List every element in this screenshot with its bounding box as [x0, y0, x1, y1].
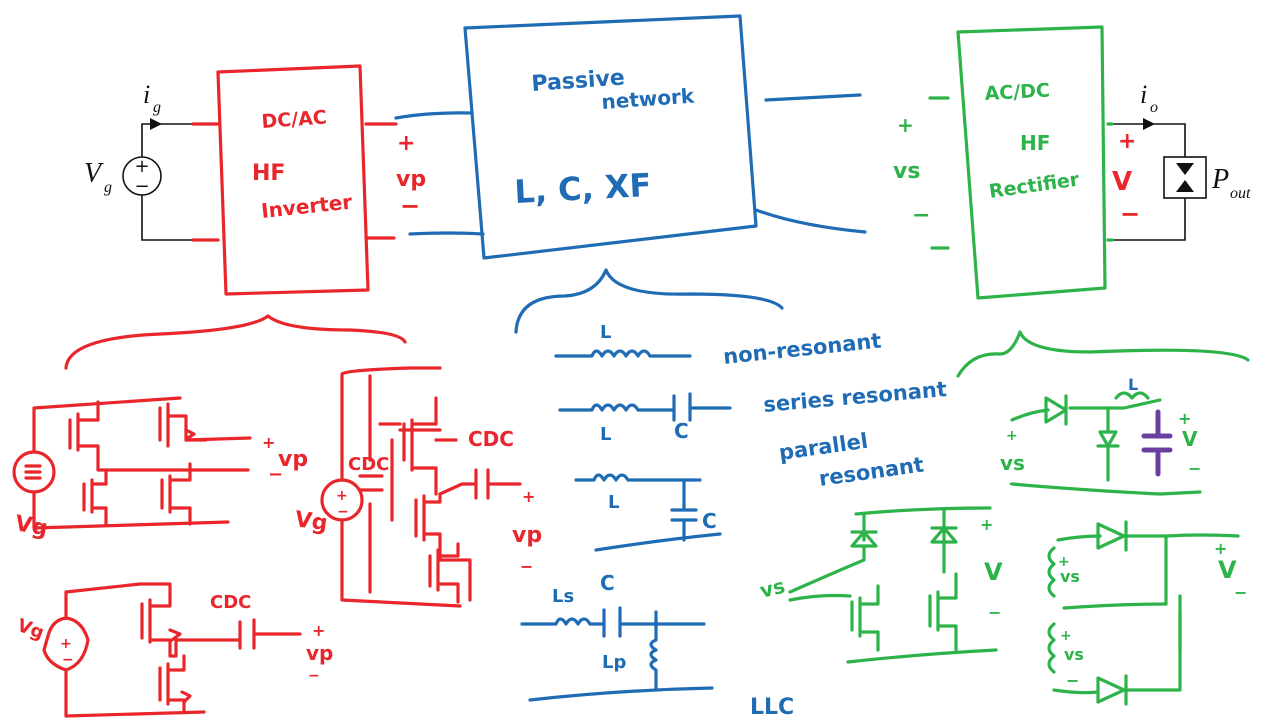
- rectifier-center-tap: vs vs + + − + V −: [1047, 520, 1247, 706]
- output-current-label: i: [1140, 80, 1147, 109]
- inverter-half-bridge: + − Vg CDC + vp −: [14, 582, 333, 718]
- hbs-cdc-top-label: CDC: [348, 454, 389, 475]
- fbr-minus: −: [988, 603, 1001, 622]
- fbr-vs-label: vs: [757, 574, 787, 603]
- output-power-subscript: out: [1230, 185, 1251, 202]
- llc-name: LLC: [750, 695, 794, 720]
- input-current-label: i: [143, 80, 150, 109]
- nr-l-label: L: [600, 322, 611, 343]
- fb-vg-label: Vg: [13, 511, 50, 541]
- rectifier-full-bridge: vs + V −: [757, 506, 1003, 664]
- hw-minus-in: −: [1008, 476, 1020, 492]
- hbs-plus: +: [522, 487, 535, 506]
- rectifier-line2: HF: [1020, 131, 1050, 155]
- hb-vp-label: vp: [306, 641, 333, 665]
- sr-l-label: L: [600, 424, 611, 445]
- ct-plus-bottom: +: [1060, 628, 1072, 644]
- source-voltage-label: V: [84, 158, 104, 189]
- hb-vg-label: Vg: [14, 615, 46, 644]
- output-load: i o P out: [1112, 80, 1251, 241]
- hbs-vg-label: Vg: [293, 507, 329, 536]
- hbs-vp-label: vp: [512, 523, 542, 548]
- pr-name-line1: parallel: [777, 429, 869, 465]
- rectifier-in-minus: −: [912, 203, 930, 228]
- output-current-arrow: [1143, 118, 1155, 130]
- rectifier-out-minus: −: [1120, 200, 1140, 228]
- passive-option-series-resonant: L C series resonant: [558, 377, 948, 445]
- hb-cdc-label: CDC: [210, 592, 251, 613]
- passive-components: L, C, XF: [513, 166, 652, 211]
- input-source: + − i g V g: [84, 80, 200, 241]
- llc-ls-label: Ls: [552, 586, 574, 607]
- inverter-out-plus: +: [397, 131, 415, 156]
- rectifier-in-voltage: vs: [893, 159, 920, 184]
- inverter-brace: [64, 314, 407, 370]
- ct-minus-bottom: −: [1066, 671, 1079, 690]
- ct-vs-bottom-label: vs: [1064, 645, 1084, 664]
- llc-c-label: C: [600, 571, 615, 595]
- rectifier-in-plus: +: [897, 113, 914, 137]
- sr-name: series resonant: [762, 377, 947, 417]
- hb-source-minus: −: [62, 652, 74, 668]
- hbs-source-plus: +: [336, 488, 348, 504]
- hb-minus: −: [308, 668, 320, 684]
- passive-brace: [514, 268, 784, 334]
- inverter-line2: HF: [252, 161, 285, 186]
- inverter-half-bridge-split: + − CDC CDC Vg + vp −: [293, 366, 542, 608]
- hbs-source-minus: −: [337, 504, 349, 520]
- fb-plus: +: [262, 433, 275, 452]
- rectifier-out-plus: +: [1118, 129, 1136, 154]
- rectifier-line3: Rectifier: [988, 168, 1082, 202]
- hw-plus-out: +: [1178, 409, 1191, 428]
- rectifier-brace: [956, 330, 1250, 378]
- ct-plus-top: +: [1058, 554, 1070, 570]
- source-plus-sign: +: [134, 156, 149, 177]
- pr-name-line2: resonant: [817, 452, 925, 490]
- passive-line2: network: [601, 84, 696, 114]
- output-current-subscript: o: [1150, 99, 1158, 116]
- hw-minus-out: −: [1188, 459, 1201, 478]
- ct-plus-out: +: [1214, 539, 1227, 558]
- pr-c-label: C: [702, 509, 717, 533]
- llc-lp-label: Lp: [602, 652, 626, 673]
- hw-plus-in: +: [1006, 428, 1018, 444]
- source-voltage-subscript: g: [104, 179, 112, 196]
- hw-v-label: V: [1182, 427, 1198, 451]
- hw-vs-label: vs: [1000, 451, 1025, 475]
- passive-network-block: Passive network L, C, XF: [394, 14, 867, 260]
- passive-option-non-resonant: L non-resonant: [554, 322, 882, 369]
- ct-minus-out: −: [1234, 583, 1247, 602]
- rectifier-half-wave: L vs + − + V −: [1000, 375, 1202, 496]
- fbr-v-label: V: [984, 558, 1003, 586]
- source-minus-sign: −: [134, 176, 149, 197]
- sr-c-label: C: [674, 419, 689, 443]
- inverter-out-voltage: vp: [396, 167, 426, 192]
- input-current-arrow: [150, 118, 162, 130]
- ct-v-label: V: [1218, 556, 1237, 584]
- rectifier-out-voltage: V: [1112, 167, 1132, 197]
- rectifier-block: + vs − AC/DC HF Rectifier + V −: [893, 25, 1140, 300]
- hb-source-plus: +: [60, 636, 72, 652]
- pr-l-label: L: [608, 492, 619, 513]
- inverter-block: DC/AC HF Inverter + vp −: [191, 64, 426, 296]
- hw-l-label: L: [1128, 375, 1138, 394]
- output-power-label: P: [1211, 164, 1229, 195]
- fb-minus: −: [268, 464, 283, 485]
- passive-option-llc: Ls C Lp LLC: [520, 571, 794, 720]
- hbs-minus: −: [520, 557, 533, 576]
- inverter-line1: DC/AC: [261, 106, 328, 133]
- hb-plus: +: [312, 621, 325, 640]
- fb-vp-label: vp: [278, 447, 308, 472]
- inverter-out-minus: −: [400, 192, 420, 220]
- nr-name: non-resonant: [722, 329, 882, 369]
- input-current-subscript: g: [153, 99, 161, 116]
- inverter-full-bridge: Vg + vp −: [12, 396, 308, 542]
- fbr-plus: +: [980, 515, 993, 534]
- inverter-line3: Inverter: [260, 190, 353, 223]
- ct-vs-top-label: vs: [1060, 567, 1080, 586]
- rectifier-line1: AC/DC: [984, 80, 1050, 105]
- hbs-cdc-series-label: CDC: [468, 427, 514, 451]
